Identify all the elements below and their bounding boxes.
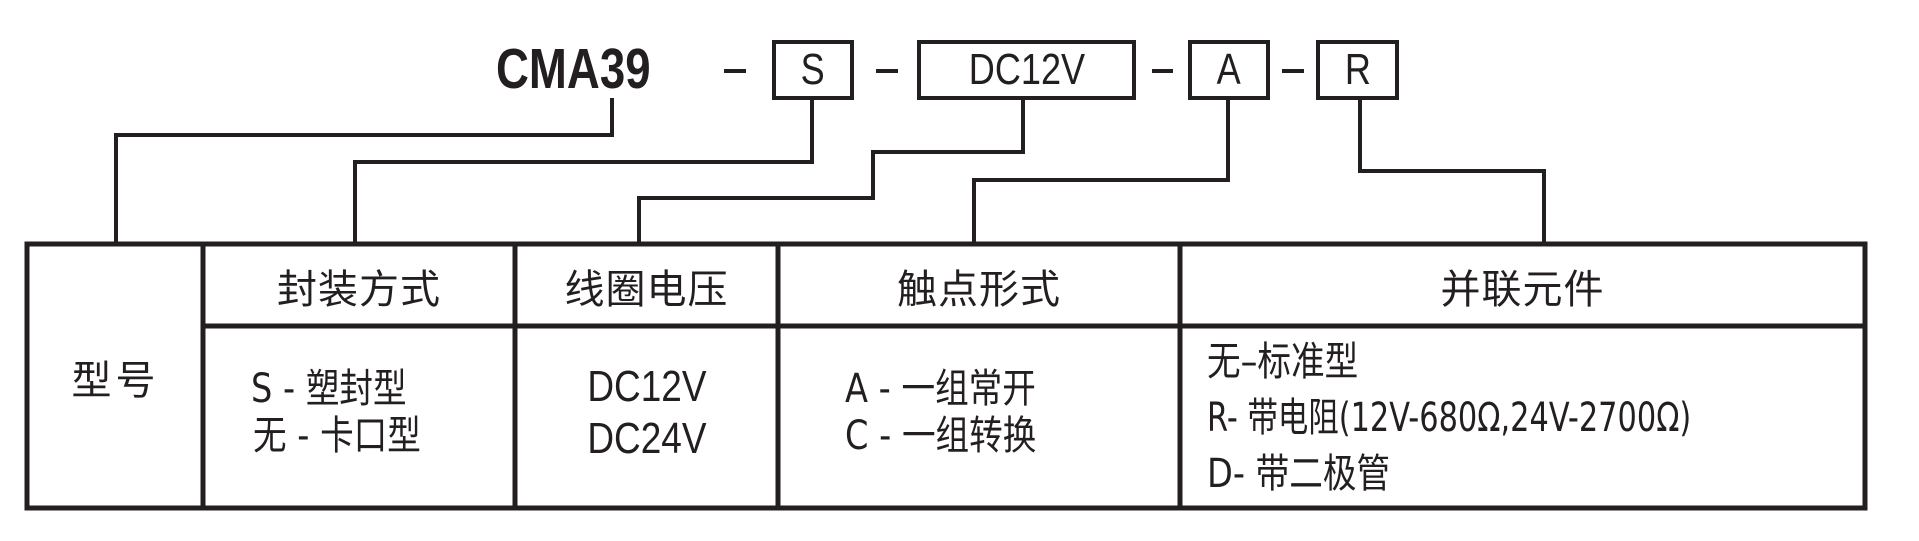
- code-box-parallel: R: [1316, 40, 1399, 100]
- code-box-package: S: [772, 40, 854, 100]
- option-line: DC24V: [586, 414, 707, 463]
- model-label-cell: 型号: [30, 247, 201, 506]
- header-parallel: 并联元件: [1182, 247, 1863, 324]
- connector-model: [114, 98, 614, 245]
- option-line: C - 一组转换: [845, 413, 1037, 459]
- separator-dash: [1282, 69, 1304, 73]
- code-contact: A: [1216, 45, 1242, 94]
- header-contact: 触点形式: [780, 247, 1178, 324]
- header-coil-voltage-text: 线圈电压: [564, 266, 729, 313]
- code-box-contact: A: [1188, 40, 1270, 100]
- body-contact: A - 一组常开 C - 一组转换: [780, 329, 1178, 497]
- option-line: 无–标准型: [1207, 339, 1359, 385]
- separator-dash: [876, 69, 898, 73]
- body-coil-voltage: DC12V DC24V: [517, 329, 776, 497]
- connector-parallel: [1358, 97, 1546, 245]
- code-box-coil-voltage: DC12V: [917, 40, 1136, 100]
- option-line: S - 塑封型: [251, 365, 407, 412]
- connector-package: [353, 97, 814, 245]
- table-border: [24, 241, 1868, 511]
- option-line: A - 一组常开: [845, 365, 1036, 412]
- header-coil-voltage: 线圈电压: [517, 247, 776, 324]
- option-line: 无 - 卡口型: [253, 413, 421, 459]
- body-parallel: 无–标准型 R- 带电阻(12V-680Ω,24V-2700Ω) D- 带二极管: [1207, 334, 1863, 502]
- connector-coil-voltage: [637, 97, 1025, 245]
- header-package-text: 封装方式: [277, 266, 441, 313]
- option-line: D- 带二极管: [1207, 451, 1391, 497]
- option-line: DC12V: [586, 362, 707, 412]
- header-package: 封装方式: [205, 247, 513, 324]
- option-line: R- 带电阻(12V-680Ω,24V-2700Ω): [1207, 395, 1692, 441]
- body-package: S - 塑封型 无 - 卡口型: [205, 329, 513, 497]
- code-package: S: [800, 45, 826, 94]
- code-coil-voltage: DC12V: [968, 45, 1085, 94]
- model-code: CMA39: [496, 41, 689, 98]
- code-parallel: R: [1344, 45, 1371, 94]
- separator-dash: [1152, 69, 1173, 73]
- model-code-text: CMA39: [496, 37, 651, 101]
- header-parallel-text: 并联元件: [1440, 266, 1605, 313]
- separator-dash: [724, 69, 746, 73]
- header-contact-text: 触点形式: [897, 266, 1061, 313]
- model-label: 型号: [71, 357, 160, 404]
- connector-contact: [972, 97, 1230, 245]
